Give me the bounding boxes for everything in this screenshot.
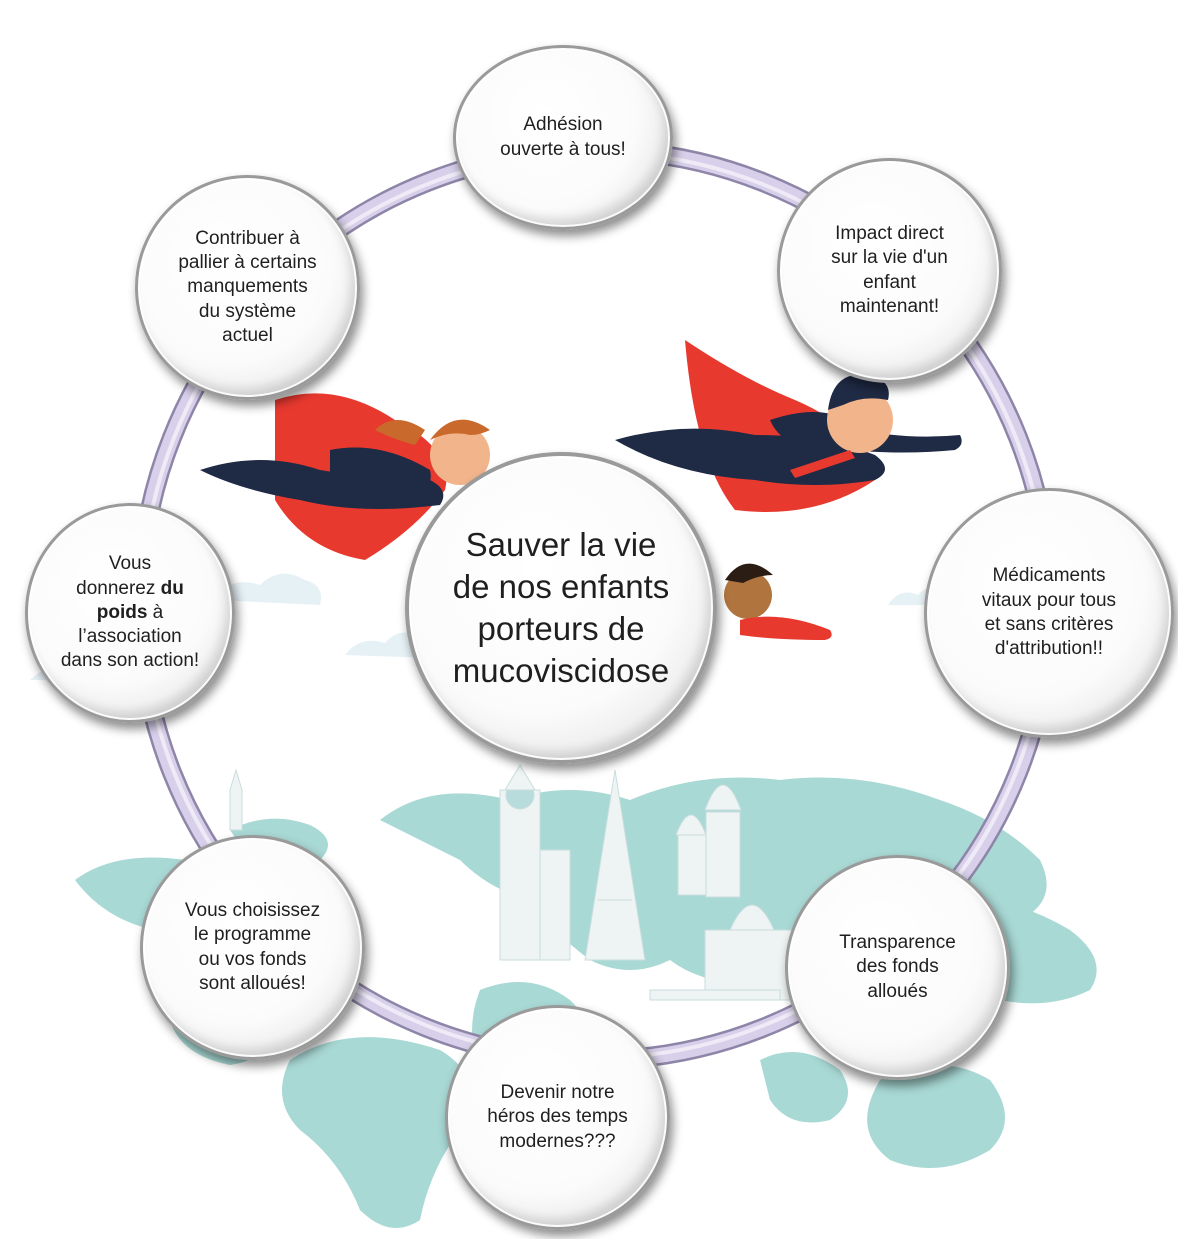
bubble-transparence-text: Transparence des fonds alloués <box>839 932 956 1002</box>
bubble-medicaments: Médicaments vitaux pour tous et sans cri… <box>924 488 1174 738</box>
bubble-poids-bold: du poids <box>96 577 184 623</box>
bubble-poids-part2: à l’association dans son action! <box>60 601 200 672</box>
bubble-contribuer-text: Contribuer à pallier à certains manqueme… <box>178 227 317 346</box>
bubble-choix-text: Vous choisissez le programme ou vos fond… <box>184 899 321 994</box>
bubble-heros-text: Devenir notre héros des temps modernes??… <box>487 1082 628 1152</box>
center-circle: Sauver la vie de nos enfants porteurs de… <box>405 452 717 764</box>
bubble-heros: Devenir notre héros des temps modernes??… <box>445 1005 670 1230</box>
bubble-choix: Vous choisissez le programme ou vos fond… <box>140 835 365 1060</box>
flying-hero-small <box>724 563 832 640</box>
center-text: Sauver la vie de nos enfants porteurs de… <box>452 525 670 690</box>
bubble-adhesion-text: Adhésion ouverte à tous! <box>500 114 626 160</box>
bubble-adhesion: Adhésion ouverte à tous! <box>453 45 673 230</box>
bubble-poids-part1: Vous donnerez <box>76 553 156 599</box>
bubble-impact: Impact direct sur la vie d'un enfant mai… <box>777 158 1002 383</box>
bubble-impact-text: Impact direct sur la vie d'un enfant mai… <box>831 222 948 317</box>
bubble-contribuer: Contribuer à pallier à certains manqueme… <box>135 175 360 400</box>
bubble-transparence: Transparence des fonds alloués <box>785 855 1010 1080</box>
landmarks <box>229 764 796 1001</box>
bubble-poids: Vous donnerez du poids à l’association d… <box>25 503 235 723</box>
bubble-poids-text: Vous donnerez du poids à l’association d… <box>53 552 207 674</box>
flying-heroine <box>200 393 490 560</box>
bubble-medicaments-text: Médicaments vitaux pour tous et sans cri… <box>981 565 1117 660</box>
flying-hero <box>615 340 962 512</box>
